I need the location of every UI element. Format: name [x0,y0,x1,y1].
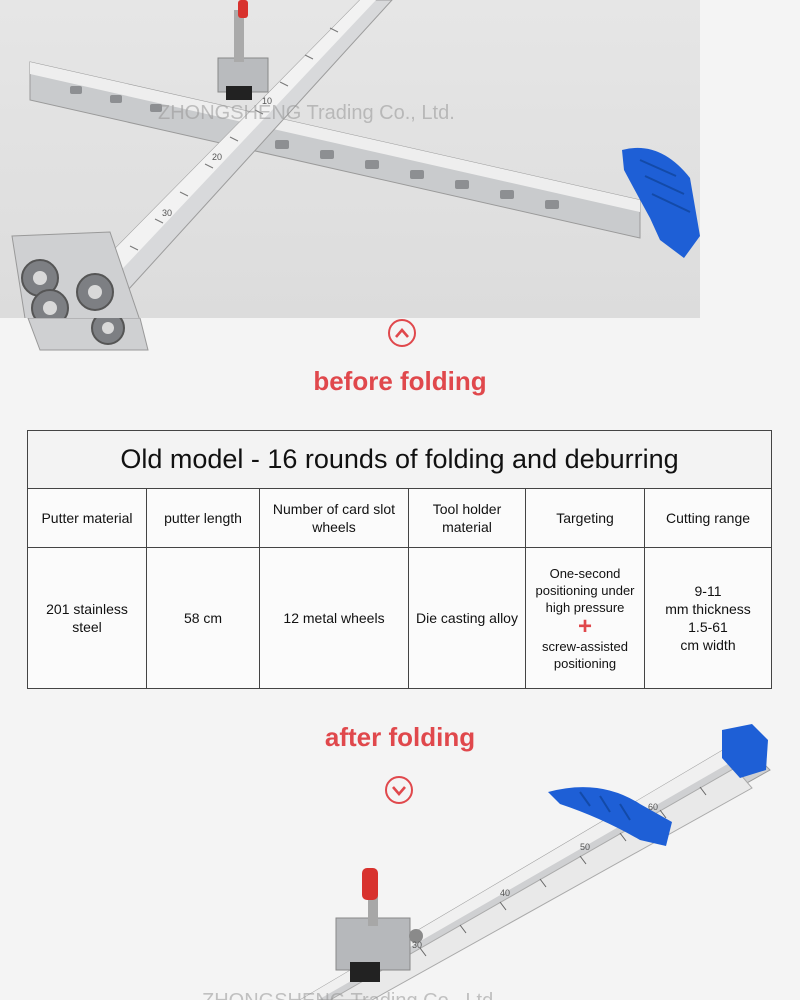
table-title: Old model - 16 rounds of folding and deb… [27,430,772,489]
folded-cutter-illustration: 30 40 50 60 [299,724,771,1000]
product-photo-folded: 30 40 50 60 ZHONGSHENG Trading Co., Ltd [0,700,800,1000]
after-folding-label: after folding [324,722,476,752]
range-thickness-unit: mm thickness [665,601,751,617]
spec-table: Old model - 16 rounds of folding and deb… [27,430,772,689]
table-row: 201 stainless steel 58 cm 12 metal wheel… [27,547,772,689]
plus-icon: + [577,612,592,640]
product-photo-unfolded: 10 20 30 ZHONGSHENG Trading Co., Ltd. [0,0,700,318]
chevron-up-circle-icon [388,319,416,347]
watermark-text-bottom: ZHONGSHENG Trading Co., Ltd [202,990,493,1000]
header-putter-material: Putter material [27,488,147,548]
cell-cutting-range: 9-11 mm thickness 1.5-61 cm width [644,547,772,689]
wheel-overflow [27,318,149,351]
before-folding-label: before folding [313,366,487,396]
cell-holder: Die casting alloy [408,547,526,689]
watermark-text: ZHONGSHENG Trading Co., Ltd. [158,102,455,124]
ruler-mark-bottom: 60 [648,802,658,812]
ruler-mark-bottom: 50 [580,842,590,852]
targeting-secondary: screw-assisted positioning [542,638,628,671]
chevron-down-circle-icon [385,776,413,804]
header-targeting: Targeting [525,488,645,548]
ruler-mark-top: 30 [162,208,172,218]
header-cutting-range: Cutting range [644,488,772,548]
ruler-mark-bottom: 30 [412,940,422,950]
cell-targeting: One-second positioning under high pressu… [525,547,645,689]
cell-wheels: 12 metal wheels [259,547,409,689]
table-header-row: Putter material putter length Number of … [27,488,772,548]
targeting-primary: One-second positioning under high pressu… [535,565,635,615]
ruler-mark-bottom: 40 [500,888,510,898]
range-width-value: 1.5-61 [688,619,728,635]
cell-material: 201 stainless steel [27,547,147,689]
cell-length: 58 cm [146,547,260,689]
ruler-mark-top: 10 [262,96,272,106]
header-tool-holder: Tool holder material [408,488,526,548]
unfolded-cutter-illustration: 10 20 30 [11,0,700,318]
header-putter-length: putter length [146,488,260,548]
range-width-unit: cm width [680,637,736,653]
ruler-mark-top: 20 [212,152,222,162]
header-card-slot-wheels: Number of card slot wheels [259,488,409,548]
range-thickness-value: 9-11 [694,583,722,599]
